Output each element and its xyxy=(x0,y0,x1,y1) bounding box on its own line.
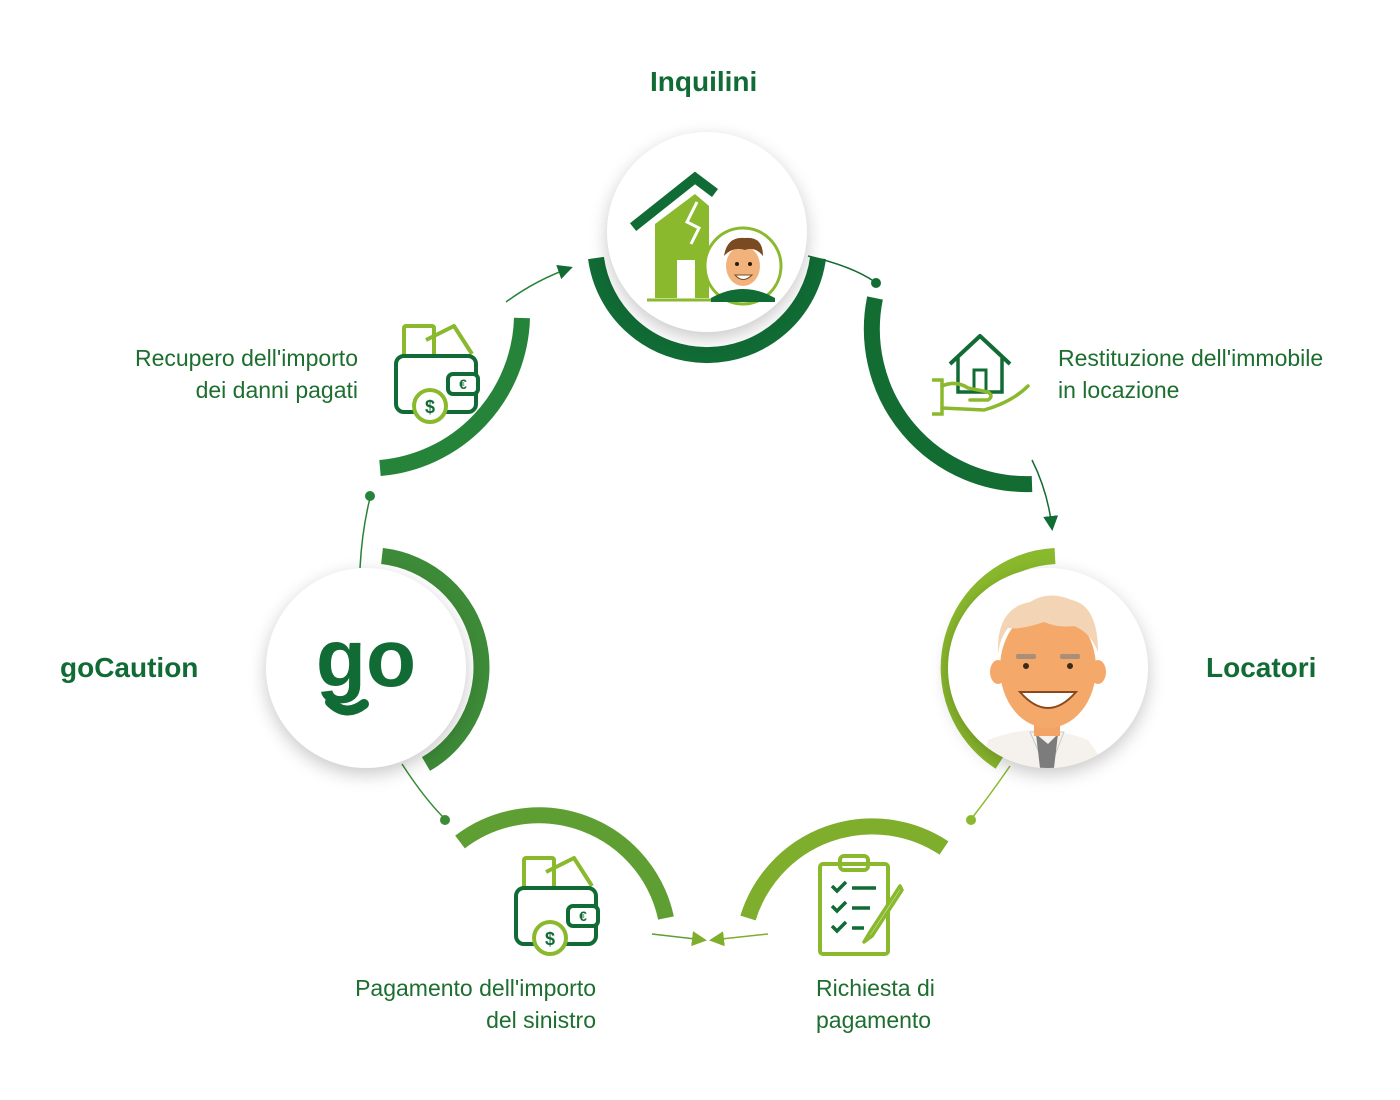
connector-gocaution-claim xyxy=(401,763,445,819)
step-line: dei danni pagati xyxy=(195,377,358,403)
arc-recovery xyxy=(379,317,530,476)
arrow-recovery-tenants xyxy=(505,264,573,303)
step-line: in locazione xyxy=(1058,377,1180,403)
step-return-property: Restituzione dell'immobile in locazione xyxy=(1058,342,1323,406)
step-claim-payment: Pagamento dell'importo del sinistro xyxy=(296,972,596,1036)
arc-return xyxy=(863,296,1033,493)
svg-text:€: € xyxy=(579,908,587,924)
arrow-claim xyxy=(651,931,707,947)
clipboard-checklist-icon xyxy=(818,854,904,956)
connector-tenants-return xyxy=(807,255,876,283)
arc-gocaution xyxy=(381,548,490,771)
hand-house-icon xyxy=(932,334,1030,416)
svg-text:$: $ xyxy=(425,397,435,417)
step-line: Richiesta di xyxy=(816,975,935,1001)
svg-text:$: $ xyxy=(545,929,555,949)
step-payment-request: Richiesta di pagamento xyxy=(816,972,935,1036)
landlords-node xyxy=(948,568,1148,768)
step-line: del sinistro xyxy=(486,1007,596,1033)
step-line: Recupero dell'importo xyxy=(134,345,358,371)
svg-text:€: € xyxy=(459,376,467,392)
landlords-label: Locatori xyxy=(1206,652,1317,683)
arc-claim xyxy=(455,807,674,920)
logo-text: go xyxy=(316,613,416,704)
arc-request xyxy=(740,818,949,921)
step-line: Restituzione dell'immobile xyxy=(1058,345,1324,371)
gocaution-node: go xyxy=(266,568,466,768)
house-tenant-icon xyxy=(629,171,783,306)
gocaution-logo: go xyxy=(316,613,416,716)
landlord-avatar-icon xyxy=(978,595,1108,768)
tenants-node xyxy=(607,132,807,332)
step-line: pagamento xyxy=(816,1007,932,1033)
step-line: Pagamento dell'importo xyxy=(355,975,596,1001)
arrow-request xyxy=(709,931,769,947)
arc-tenants xyxy=(588,256,826,363)
wallet-money-icon: € $ xyxy=(514,856,600,956)
gocaution-label: goCaution xyxy=(60,652,199,683)
connector-landlords-request xyxy=(971,765,1011,819)
wallet-money-icon: € $ xyxy=(394,324,480,424)
arrow-return-landlords xyxy=(1031,459,1059,531)
step-damage-recovery: Recupero dell'importo dei danni pagati xyxy=(58,342,358,406)
connector-gocaution-recovery xyxy=(359,497,371,569)
tenants-label: Inquilini xyxy=(650,66,758,97)
